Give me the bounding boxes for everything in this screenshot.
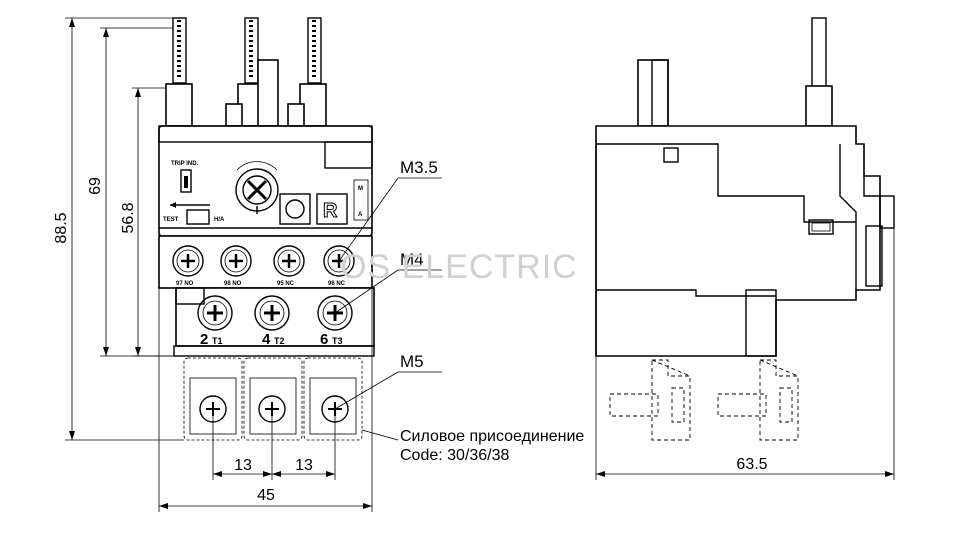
side-a-label: A [358, 212, 363, 218]
aux-terminal-label: 98 NO [224, 281, 242, 287]
connection-note-line2: Code: 30/36/38 [400, 447, 510, 464]
aux-terminal-label: 96 NC [328, 281, 346, 287]
top-wires [172, 17, 322, 84]
main-terminal-number: 2 [200, 331, 208, 348]
dim-69: 69 [87, 177, 104, 195]
dim-88-5: 88.5 [53, 212, 70, 243]
main-screw-t1[interactable] [197, 295, 233, 331]
side-reset-knob[interactable] [879, 195, 895, 229]
dim-width-45: 45 [257, 487, 275, 504]
callout-m3-5: M3.5 [400, 158, 438, 177]
trip-indicator-label: TRIP IND. [171, 161, 199, 167]
aux-terminal-label: 97 NO [176, 281, 194, 287]
stop-button[interactable] [279, 193, 311, 225]
side-m-label: M [358, 186, 363, 192]
main-screw-t2[interactable] [254, 295, 290, 331]
dim-56-8: 56.8 [120, 202, 137, 233]
callouts: M3.5 M4 M5 [334, 158, 442, 441]
main-terminal-sub: T1 [212, 336, 223, 346]
front-view: TRIP IND. TEST H/A R M A [158, 17, 375, 441]
test-slider[interactable] [186, 209, 210, 225]
aux-screw-97[interactable] [172, 245, 204, 277]
mode-label: H/A [214, 217, 225, 223]
side-connection-blocks [609, 359, 799, 441]
aux-terminal-label: 95 NC [277, 281, 295, 287]
main-terminal-number: 6 [320, 331, 328, 348]
side-body [595, 125, 881, 357]
upper-connectors [165, 59, 327, 127]
test-label: TEST [163, 217, 179, 223]
connection-note-line1: Силовое присоединение [400, 428, 584, 445]
watermark: OS ELECTRIC [340, 248, 578, 286]
dim-pitch-1: 13 [234, 457, 252, 474]
horizontal-dimensions-front: 13 13 45 [158, 236, 373, 512]
reset-button-label: R [323, 200, 338, 222]
main-terminal-sub: T3 [332, 336, 343, 346]
dim-depth-63-5: 63.5 [736, 456, 767, 473]
stop-button-glyph [285, 199, 305, 219]
current-adjust-dial[interactable] [235, 161, 279, 214]
aux-screw-98[interactable] [220, 245, 252, 277]
vertical-dimensions: 88.5 69 56.8 [53, 17, 184, 441]
side-view: 63.5 [595, 17, 895, 480]
callout-m4: M4 [400, 250, 424, 269]
dim-pitch-2: 13 [295, 457, 313, 474]
aux-screw-95[interactable] [273, 245, 305, 277]
reset-button[interactable] [316, 193, 348, 225]
main-terminal-number: 4 [262, 331, 271, 348]
trip-indicator-window [180, 169, 192, 193]
main-terminal-sub: T2 [274, 336, 285, 346]
callout-m5: M5 [400, 352, 424, 371]
